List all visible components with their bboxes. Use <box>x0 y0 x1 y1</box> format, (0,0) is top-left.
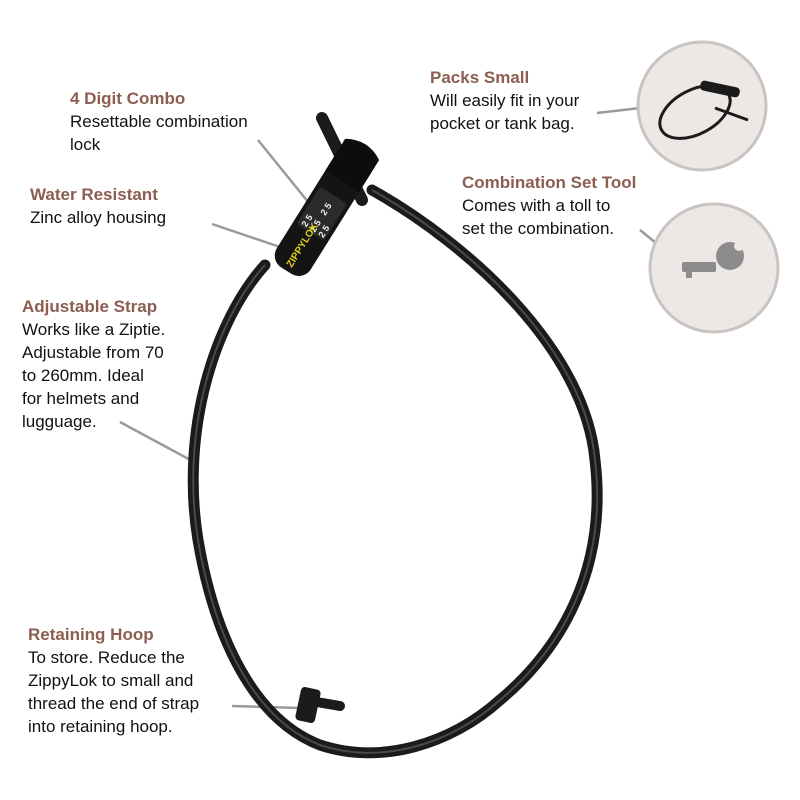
callout-description: Comes with a toll to set the combination… <box>462 196 615 238</box>
strap-end <box>300 695 345 711</box>
callout-title: Water Resistant <box>30 185 158 204</box>
inset-circle-packs <box>636 40 768 172</box>
leader-lines <box>119 106 657 710</box>
callout-title: Adjustable Strap <box>22 297 158 316</box>
leader-strap <box>119 420 197 465</box>
lock-head <box>325 138 380 193</box>
callout-title: Packs Small <box>430 68 530 87</box>
callout-title: Retaining Hoop <box>28 625 154 644</box>
callout-retaining-hoop: Retaining Hoop To store. Reduce the Zipp… <box>28 624 243 738</box>
callout-adjustable-strap: Adjustable Strap Works like a Ziptie. Ad… <box>22 296 222 433</box>
strap-highlight <box>192 189 599 754</box>
leader-tool <box>639 229 657 244</box>
lock-body: 2 5 2 5 2 5 2 5 ZIPPYLOK <box>274 138 380 276</box>
lock-window <box>297 187 347 240</box>
leader-water <box>211 222 281 249</box>
callout-description: Resettable combination lock <box>70 112 248 154</box>
callout-water-resistant: Water Resistant Zinc alloy housing <box>30 184 260 229</box>
callout-title: Combination Set Tool <box>462 173 637 192</box>
callout-title: 4 Digit Combo <box>70 89 186 108</box>
leader-combo <box>257 139 314 209</box>
callout-combination-set-tool: Combination Set Tool Comes with a toll t… <box>462 172 692 240</box>
combination-tool-inset <box>648 202 780 334</box>
callout-4-digit-combo: 4 Digit Combo Resettable combination loc… <box>70 88 310 156</box>
callout-packs-small: Packs Small Will easily fit in your pock… <box>430 67 630 135</box>
callout-description: Zinc alloy housing <box>30 208 167 227</box>
key-icon <box>682 241 744 278</box>
strap-loop <box>187 184 603 759</box>
callout-description: Works like a Ziptie. Adjustable from 70 … <box>22 320 166 431</box>
callout-description: To store. Reduce the ZippyLok to small a… <box>28 648 200 736</box>
callout-description: Will easily fit in your pocket or tank b… <box>430 91 580 133</box>
mini-strap-tail <box>714 106 749 122</box>
leader-packs <box>596 106 641 115</box>
packs-small-inset <box>636 40 768 172</box>
mini-lock-icon <box>700 80 740 98</box>
